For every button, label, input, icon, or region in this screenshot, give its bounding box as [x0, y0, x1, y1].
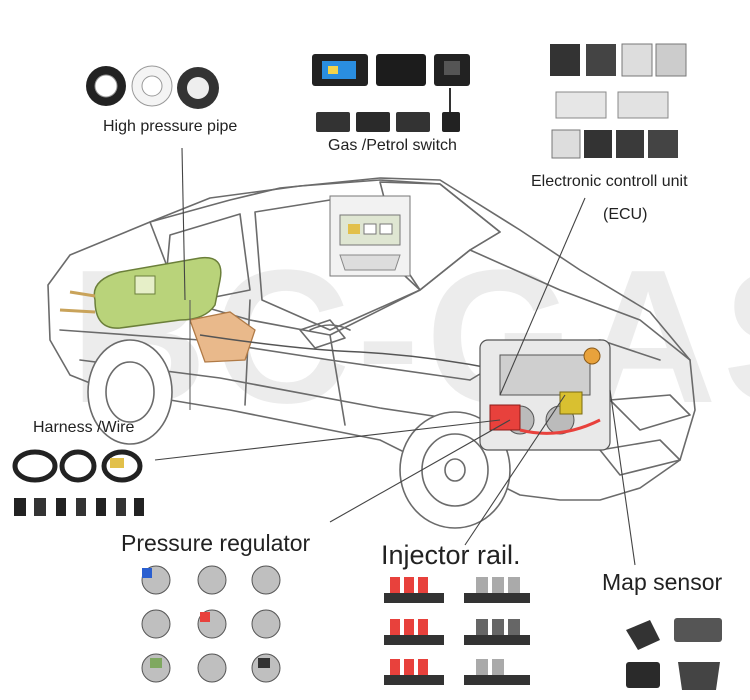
- label-ecu-abbrev: (ECU): [603, 206, 648, 223]
- dashboard-switch-inset: [329, 195, 411, 277]
- callout-high-pressure-pipe: [181, 147, 186, 301]
- tank-valve-housing: [189, 311, 256, 363]
- label-gas-petrol-switch: Gas /Petrol switch: [328, 137, 457, 154]
- harness-wire-thumbnails: [12, 449, 144, 516]
- gas-line: [199, 334, 501, 371]
- engine-assembly: [479, 339, 611, 451]
- label-map-sensor: Map sensor: [602, 569, 723, 595]
- lpg-tank: [59, 256, 222, 329]
- label-harness-wire: Harness /Wire: [33, 419, 135, 436]
- label-high-pressure-pipe: High pressure pipe: [103, 118, 238, 135]
- ecu-thumbnails: [550, 43, 687, 159]
- callout-injector-rail: [464, 394, 566, 546]
- callout-pressure-regulator: [329, 419, 511, 523]
- gas-petrol-switch-thumbnails: [312, 54, 470, 132]
- injector-rail-thumbnails: [384, 577, 530, 685]
- high-pressure-pipe-thumbnails: [86, 65, 219, 109]
- callout-ecu: [499, 197, 586, 396]
- callout-map-sensor: [609, 389, 636, 566]
- pressure-regulator-thumbnails: [141, 565, 281, 683]
- label-ecu: Electronic controll unit: [531, 173, 688, 190]
- map-sensor-thumbnails: [626, 618, 722, 690]
- label-pressure-regulator: Pressure regulator: [121, 530, 311, 556]
- label-injector-rail: Injector rail.: [381, 540, 521, 570]
- callout-harness: [154, 419, 501, 461]
